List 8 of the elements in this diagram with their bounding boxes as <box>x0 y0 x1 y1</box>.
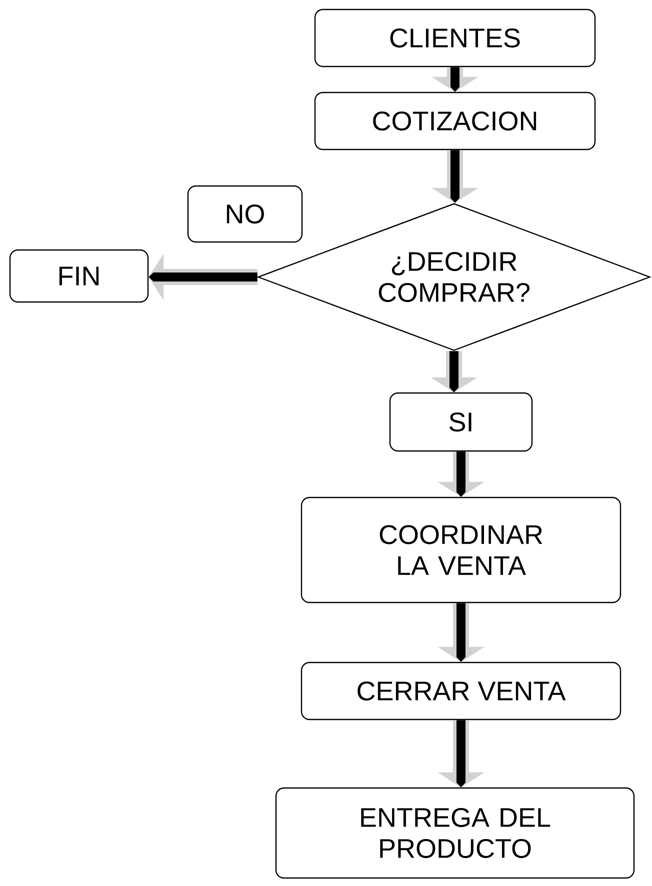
process-box: SI <box>389 392 533 452</box>
process-box: CERRAR VENTA <box>300 662 622 720</box>
process-box: COTIZACION <box>314 92 596 150</box>
process-box: COORDINAR LA VENTA <box>300 496 622 604</box>
process-box: FIN <box>9 249 149 303</box>
process-box: CLIENTES <box>314 8 596 68</box>
process-box: NO <box>187 185 303 243</box>
process-box: ENTREGA DEL PRODUCTO <box>275 787 635 879</box>
